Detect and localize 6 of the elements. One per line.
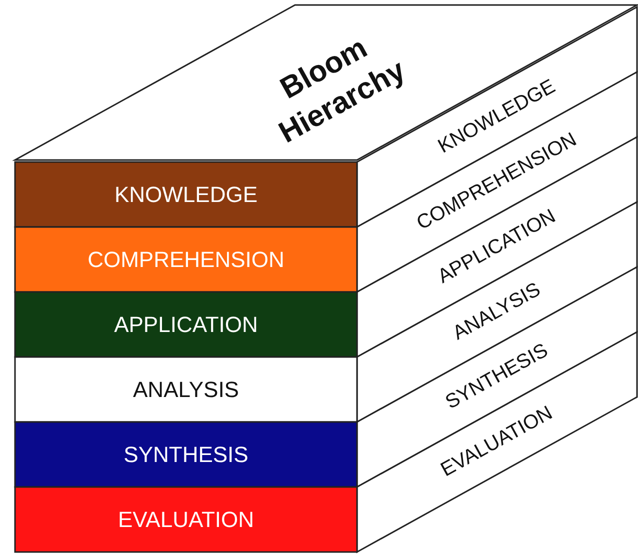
level-label: EVALUATION xyxy=(118,506,254,532)
level-label: COMPREHENSION xyxy=(88,246,284,272)
level-label: APPLICATION xyxy=(114,312,258,338)
level-label: SYNTHESIS xyxy=(124,442,248,468)
level-label: KNOWLEDGE xyxy=(114,182,258,208)
level-label: ANALYSIS xyxy=(133,376,239,402)
